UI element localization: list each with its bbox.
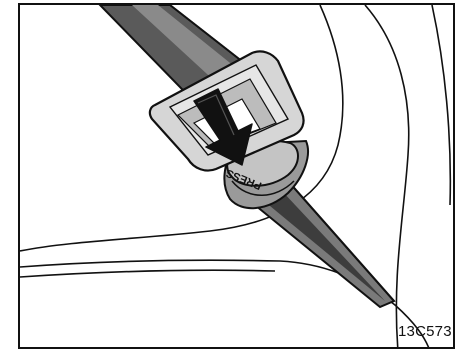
figure-code: 13C573 — [398, 323, 452, 340]
seat-belt-illustration: PRESS — [20, 5, 455, 349]
figure-frame: PRESS 13C573 — [18, 3, 455, 349]
